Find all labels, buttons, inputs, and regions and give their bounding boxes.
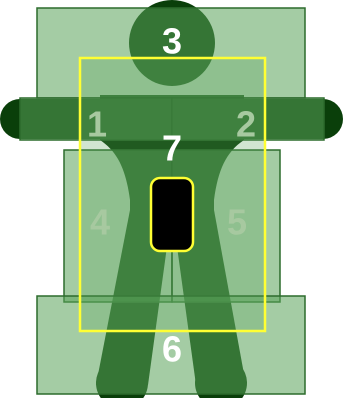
zone-3-label: 3 (162, 21, 182, 62)
zone-4-label: 4 (90, 202, 110, 243)
zone-6-label: 6 (162, 329, 182, 370)
zone-1-label: 1 (87, 104, 107, 145)
zone-7-label: 7 (162, 128, 182, 169)
zone-5-label: 5 (227, 202, 247, 243)
zone-2-label: 2 (236, 104, 256, 145)
device-shape (151, 178, 193, 251)
